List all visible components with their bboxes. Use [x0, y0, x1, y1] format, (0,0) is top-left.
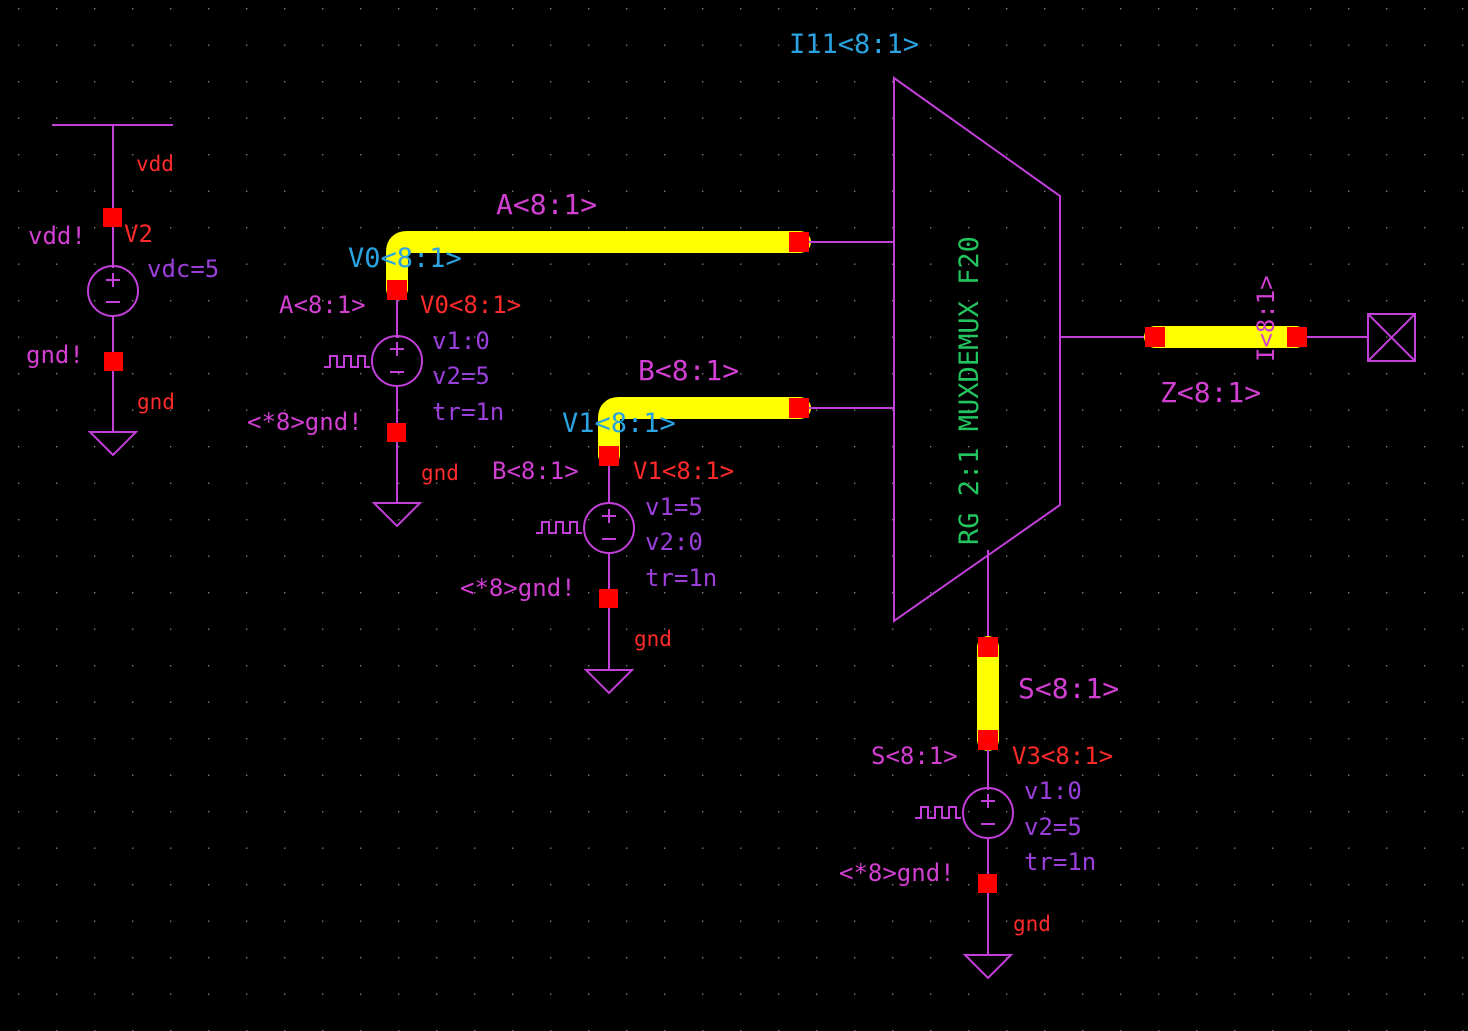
- source-b-gnd-net-label: gnd: [634, 627, 672, 651]
- source-s-gnd-pin[interactable]: [978, 874, 997, 893]
- mux-instance[interactable]: I11<8:1> RG 2:1 MUXDEMUX F20: [789, 29, 1061, 647]
- pulse-waveform-icon: [324, 355, 370, 368]
- source-a-v1: v1:0: [432, 327, 490, 355]
- source-s-gnd-pin-label: <*8>gnd!: [839, 859, 955, 887]
- mux-cell-label: RG 2:1 MUXDEMUX F20: [954, 236, 985, 545]
- bus-b-highlight[interactable]: [598, 397, 811, 466]
- source-s-v2: v2=5: [1024, 813, 1082, 841]
- output-rotated-label: I<8:1>: [1252, 275, 1280, 362]
- output-group[interactable]: I<8:1> Z<8:1>: [1060, 275, 1416, 409]
- source-s-v1: v1:0: [1024, 777, 1082, 805]
- ground-icon: [371, 502, 423, 528]
- pulse-waveform-icon: [915, 806, 961, 819]
- bus-b-label: B<8:1>: [638, 354, 739, 387]
- source-s-pin[interactable]: [978, 730, 998, 750]
- mux-instance-label: I11<8:1>: [789, 29, 919, 60]
- source-s-group[interactable]: S<8:1> S<8:1> V3<8:1> v1:0 v2=5 tr=1n <*…: [839, 636, 1119, 980]
- source-b-overlay-label: V1<8:1>: [562, 408, 676, 439]
- source-a-name: V0<8:1>: [420, 291, 521, 319]
- source-b-pin[interactable]: [599, 446, 619, 466]
- vdd-pin-label: vdd!: [28, 222, 86, 250]
- source-a-overlay-label: V0<8:1>: [348, 243, 462, 274]
- bus-s-mux-pin[interactable]: [978, 637, 998, 657]
- bus-b-mux-pin[interactable]: [789, 398, 809, 418]
- source-a-group[interactable]: A<8:1> V0<8:1> A<8:1> V0<8:1> v1:0 v2=5 …: [247, 188, 894, 528]
- ground-icon: [583, 669, 635, 695]
- source-b-v2: v2:0: [645, 528, 703, 556]
- bus-z-mux-pin[interactable]: [1145, 327, 1165, 347]
- vdd-pin[interactable]: [103, 208, 122, 227]
- ground-icon: [87, 431, 139, 457]
- gnd-pin-label: gnd!: [26, 341, 84, 369]
- vdd-source-group[interactable]: vdd vdd! V2 vdc=5 gnd! gnd: [26, 124, 219, 457]
- bus-a-label: A<8:1>: [496, 188, 597, 221]
- source-a-tr: tr=1n: [432, 398, 504, 426]
- mux-body[interactable]: [893, 76, 1061, 623]
- source-a-gnd-pin-label: <*8>gnd!: [247, 408, 363, 436]
- bus-z-term-pin[interactable]: [1287, 327, 1307, 347]
- source-a-gnd-pin[interactable]: [387, 423, 406, 442]
- bus-a-mux-pin[interactable]: [789, 232, 809, 252]
- source-s-name: V3<8:1>: [1012, 742, 1113, 770]
- output-net-label: Z<8:1>: [1160, 376, 1261, 409]
- source-s-gnd-net-label: gnd: [1013, 912, 1051, 936]
- gnd-pin[interactable]: [104, 352, 123, 371]
- bus-s-label: S<8:1>: [1018, 672, 1119, 705]
- output-terminal-icon[interactable]: [1367, 313, 1416, 362]
- source-a-gnd-net-label: gnd: [421, 461, 459, 485]
- source-s-pin-label: S<8:1>: [871, 742, 958, 770]
- vdd-source-name: V2: [124, 220, 153, 248]
- source-b-tr: tr=1n: [645, 564, 717, 592]
- output-terminal-cross: [1367, 313, 1416, 362]
- source-b-name: V1<8:1>: [633, 457, 734, 485]
- source-b-group[interactable]: B<8:1> V1<8:1> B<8:1> V1<8:1> v1=5 v2:0 …: [460, 354, 894, 695]
- source-b-gnd-pin[interactable]: [599, 589, 618, 608]
- vdd-net-label: vdd: [136, 152, 174, 176]
- source-b-gnd-pin-label: <*8>gnd!: [460, 574, 576, 602]
- source-a-pin-label: A<8:1>: [279, 291, 366, 319]
- vdd-source-param: vdc=5: [147, 255, 219, 283]
- gnd-net-label: gnd: [137, 390, 175, 414]
- pulse-waveform-icon: [536, 521, 582, 534]
- source-s-tr: tr=1n: [1024, 848, 1096, 876]
- ground-icon: [962, 954, 1014, 980]
- source-a-pin[interactable]: [387, 280, 407, 300]
- bus-a-highlight[interactable]: [386, 231, 811, 300]
- source-b-v1: v1=5: [645, 493, 703, 521]
- source-b-pin-label: B<8:1>: [492, 457, 579, 485]
- source-a-v2: v2=5: [432, 362, 490, 390]
